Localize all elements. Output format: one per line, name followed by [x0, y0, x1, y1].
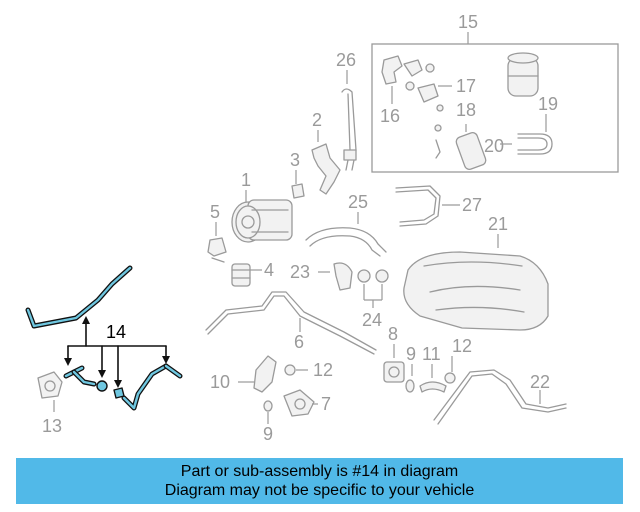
callout-8: 8 [388, 324, 398, 344]
part-16-bracket [381, 55, 435, 104]
callout-3: 3 [290, 150, 300, 170]
callout-22: 22 [530, 372, 550, 392]
callout-25: 25 [348, 192, 368, 212]
part-18-bolt [434, 104, 444, 159]
callout-1: 1 [241, 170, 251, 190]
callout-17: 17 [456, 76, 476, 96]
part-23-elbow [318, 262, 353, 291]
part-9-gasket-right [405, 364, 415, 393]
callout-13: 13 [42, 416, 62, 436]
callout-12-right: 12 [452, 336, 472, 356]
part-6-pipe [205, 291, 377, 355]
parts-diagram: 1 2 3 4 5 6 7 8 9 9 10 11 12 12 13 14 15… [25, 12, 619, 444]
callout-21: 21 [488, 214, 508, 234]
group-15-box [371, 32, 619, 173]
part-17-clip [417, 83, 452, 103]
part-10-bracket [238, 355, 277, 393]
part-27-line [395, 185, 460, 227]
part-8-valve [383, 344, 405, 383]
part-7-valve [283, 389, 318, 417]
part-20-filter [455, 124, 487, 170]
part-1-air-pump [231, 190, 293, 243]
part-2-bracket [311, 130, 341, 195]
part-3-bolt [291, 170, 305, 199]
callout-18: 18 [456, 100, 476, 120]
part-13-valve [37, 371, 63, 412]
part-22-pipe [433, 369, 567, 425]
part-21-tank [403, 234, 549, 331]
callout-11: 11 [422, 344, 441, 364]
callout-14: 14 [106, 322, 126, 342]
callout-19: 19 [538, 94, 558, 114]
part-24-clamps [357, 269, 389, 308]
callout-4: 4 [264, 260, 274, 280]
info-banner: Part or sub-assembly is #14 in diagram D… [16, 458, 623, 504]
callout-5: 5 [210, 202, 220, 222]
banner-line-2: Diagram may not be specific to your vehi… [164, 482, 475, 499]
callout-2: 2 [312, 110, 322, 130]
callout-24: 24 [362, 310, 382, 330]
part-19-hose [500, 114, 553, 155]
part-25-hose [305, 212, 387, 257]
part-9-gasket-left [263, 400, 273, 424]
callout-9-right: 9 [406, 344, 416, 364]
part-15-valve [507, 52, 539, 97]
callout-9-left: 9 [263, 424, 273, 444]
part-14-hose-assembly [25, 265, 183, 411]
callout-6: 6 [294, 332, 304, 352]
callout-7: 7 [321, 394, 331, 414]
callout-26: 26 [336, 50, 356, 70]
banner-line-1: Part or sub-assembly is #14 in diagram [180, 463, 459, 480]
callout-15: 15 [458, 12, 478, 32]
part-4-damper [231, 263, 262, 287]
part-12-clip-right [444, 356, 456, 384]
callout-27: 27 [462, 195, 482, 215]
part-5-bracket [207, 222, 227, 263]
part-26-pipe [341, 70, 357, 171]
part-12-clip-left [284, 364, 308, 376]
callout-10: 10 [210, 372, 230, 392]
callout-12-left: 12 [313, 360, 333, 380]
callout-20: 20 [484, 136, 504, 156]
callout-16: 16 [380, 106, 400, 126]
part-11-seal [419, 364, 447, 393]
callout-23: 23 [290, 262, 310, 282]
